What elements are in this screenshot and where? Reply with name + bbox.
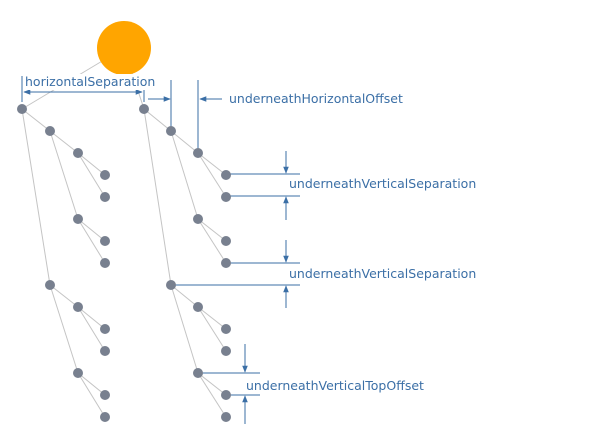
underneath-vertical-top-offset-label: underneathVerticalTopOffset — [246, 378, 424, 393]
tree-node — [166, 280, 176, 290]
tree-edge — [197, 218, 227, 264]
tree-edge — [197, 306, 227, 330]
tree-node — [221, 346, 231, 356]
horizontal-separation-label-bg — [23, 74, 157, 90]
tree-edge — [197, 218, 227, 242]
tree-node — [221, 390, 231, 400]
tree-edge — [49, 130, 79, 220]
tree-node — [100, 192, 110, 202]
tree-edge — [49, 130, 79, 154]
tree-edge — [77, 372, 106, 418]
tree-node — [221, 412, 231, 422]
tree-node — [193, 368, 203, 378]
tree-node — [221, 324, 231, 334]
tree-node — [45, 126, 55, 136]
tree-edge — [77, 218, 106, 264]
tree-node — [100, 412, 110, 422]
tree-edge — [197, 372, 227, 418]
tree-edges — [21, 47, 227, 418]
tree-edge — [21, 108, 51, 132]
tree-node — [73, 148, 83, 158]
underneath-horizontal-offset-label: underneathHorizontalOffset — [229, 91, 403, 106]
tree-edge — [197, 152, 227, 176]
tree-edge — [77, 152, 106, 176]
tree-node — [100, 170, 110, 180]
tree-node — [73, 368, 83, 378]
tree-node — [17, 104, 27, 114]
tree-nodes — [17, 21, 231, 422]
tree-edge — [170, 130, 199, 154]
tree-node — [193, 302, 203, 312]
horizontal-separation-label: horizontalSeparation — [25, 74, 155, 89]
tree-edge — [197, 306, 227, 352]
tree-node — [100, 324, 110, 334]
tree-edge — [77, 218, 106, 242]
tree-node — [73, 214, 83, 224]
tree-edge — [49, 284, 79, 308]
tree-edge — [197, 372, 227, 396]
tree-edge — [49, 284, 79, 374]
tree-node — [193, 214, 203, 224]
tree-edge — [77, 306, 106, 330]
tree-edge — [77, 306, 106, 352]
tree-node — [221, 170, 231, 180]
tree-node — [100, 346, 110, 356]
underneath-vertical-separation-label-1: underneathVerticalSeparation — [289, 176, 476, 191]
root-node — [97, 21, 151, 75]
tree-edge — [143, 108, 172, 286]
tree-node — [166, 126, 176, 136]
tree-node — [193, 148, 203, 158]
tree-edge — [77, 372, 106, 396]
underneath-vertical-separation-label-2: underneathVerticalSeparation — [289, 266, 476, 281]
tree-edge — [143, 108, 172, 132]
tree-edge — [170, 284, 199, 308]
tree-edge — [21, 108, 51, 286]
tree-edge — [170, 130, 199, 220]
tree-node — [45, 280, 55, 290]
tree-node — [100, 258, 110, 268]
annotations — [21, 76, 300, 424]
tree-edge — [77, 152, 106, 198]
tree-node — [73, 302, 83, 312]
tree-node — [221, 192, 231, 202]
tree-node — [100, 390, 110, 400]
tree-node — [100, 236, 110, 246]
tree-node — [139, 104, 149, 114]
tree-node — [221, 236, 231, 246]
tree-edge — [197, 152, 227, 198]
tree-node — [221, 258, 231, 268]
tree-edge — [170, 284, 199, 374]
